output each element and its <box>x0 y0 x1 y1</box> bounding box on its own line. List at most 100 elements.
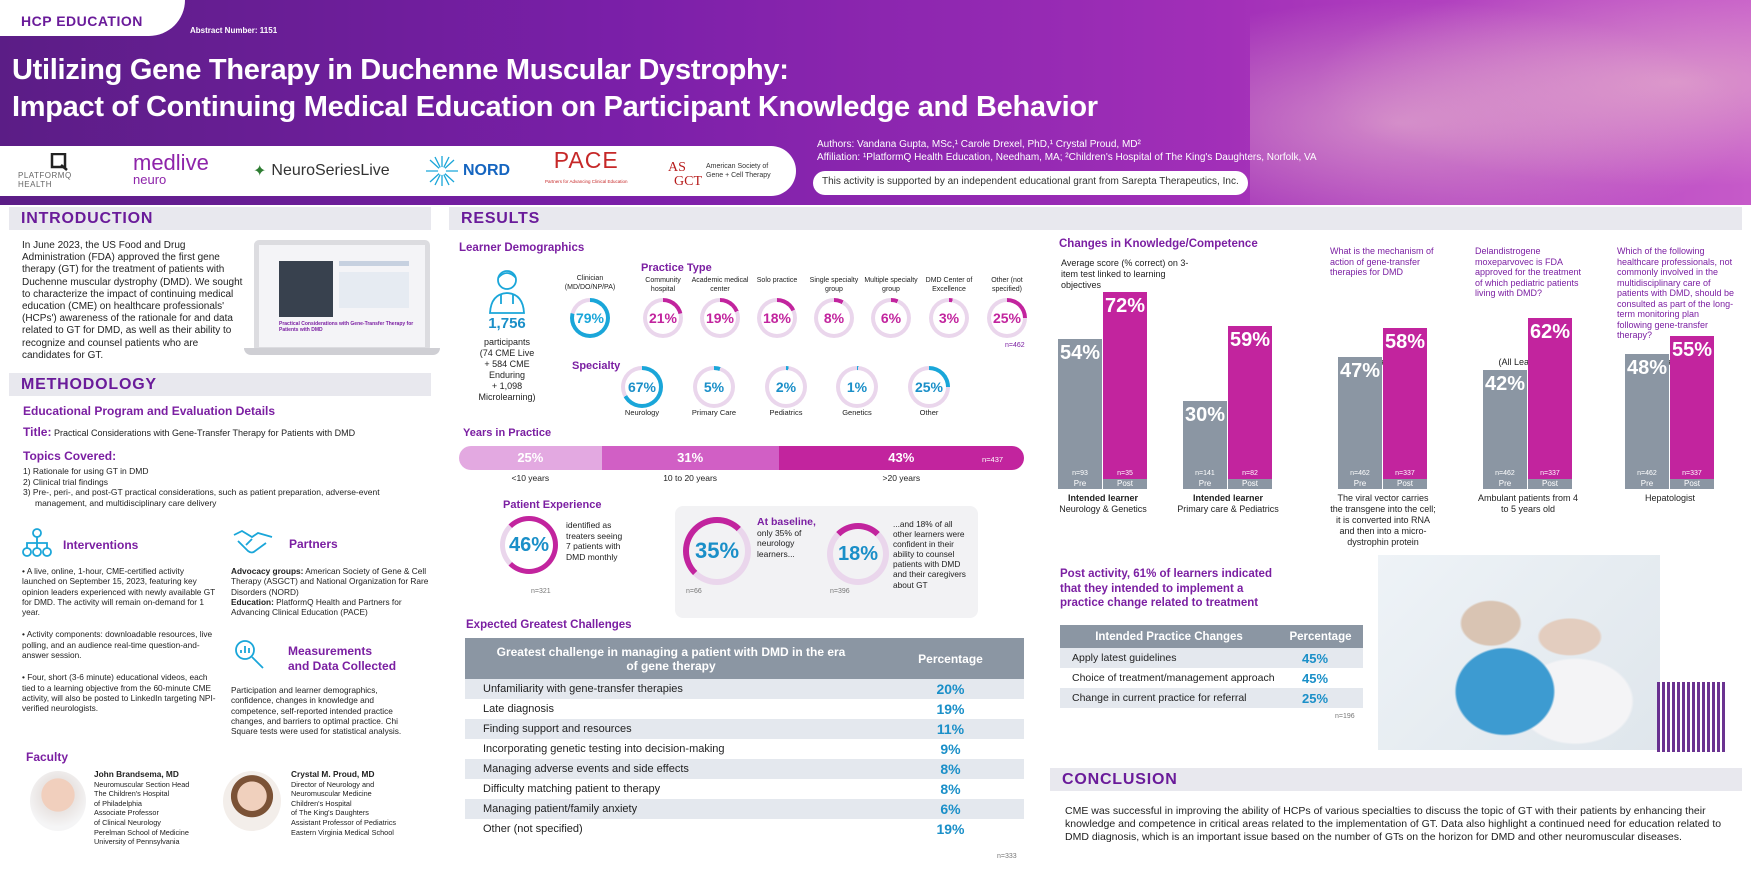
knowledge-caption: Ambulant patients from 4 to 5 years old <box>1475 493 1581 515</box>
practice-ring: 3% <box>929 298 969 338</box>
specialty-value: 67% <box>625 370 659 404</box>
faculty-brandsema: John Brandsema, MD Neuromuscular Section… <box>94 769 204 847</box>
practice-value: 3% <box>933 302 965 334</box>
faculty-line: of Philadelphia <box>94 798 142 808</box>
program-title-value: Practical Considerations with Gene-Trans… <box>53 428 356 438</box>
title-line-1: Utilizing Gene Therapy in Duchenne Muscu… <box>12 54 789 86</box>
years-stacked-bar: 25%31%43% <box>459 446 1024 470</box>
baseline-label: At baseline, <box>757 516 816 528</box>
challenges-col1: Greatest challenge in managing a patient… <box>496 644 846 673</box>
knowledge-bar-value: 42% <box>1484 372 1526 395</box>
pace-logo: PACE Partners for Advancing Clinical Edu… <box>545 146 628 196</box>
practice-ring: 79% <box>570 298 610 338</box>
specialty-label: Genetics <box>842 408 872 417</box>
neuro-text: neuro <box>133 172 167 187</box>
results-heading: RESULTS <box>461 210 541 227</box>
knowledge-bar-value: 55% <box>1671 339 1713 361</box>
knowledge-bar-n: n=93 <box>1072 469 1088 477</box>
pre-post-label: Pre <box>1338 479 1382 489</box>
doctors-photo <box>1378 555 1660 750</box>
practice-ring: 25% <box>987 298 1027 338</box>
faculty-line: of The King's Daughters <box>291 808 369 818</box>
pace-text: PACE <box>553 147 619 173</box>
knowledge-bar-value: 62% <box>1529 320 1571 343</box>
advocacy-label: Advocacy groups: <box>231 566 304 576</box>
knowledge-bar: 30%n=141 <box>1183 401 1227 479</box>
hcp-tag-label: HCP EDUCATION <box>21 13 143 29</box>
baseline-other-ring: 18% <box>827 523 889 585</box>
pre-post-label: Post <box>1670 479 1714 489</box>
knowledge-bar-n: n=462 <box>1350 469 1370 477</box>
specialty-label: Pediatrics <box>769 408 803 417</box>
knowledge-caption: The viral vector carries the transgene i… <box>1330 493 1436 548</box>
specialty-ring: 1% <box>836 366 878 408</box>
program-title: Title: Practical Considerations with Gen… <box>23 425 423 439</box>
partners-heading: Partners <box>289 537 338 551</box>
svg-text:GCT: GCT <box>674 174 702 189</box>
medlive-logo: medlive neuro <box>133 146 209 196</box>
knowledge-bar-n: n=462 <box>1637 469 1657 477</box>
measurements-heading-1: Measurements <box>288 644 373 658</box>
poster-header: HCP EDUCATION Abstract Number: 1151 Util… <box>0 0 1751 205</box>
knowledge-bar: 58%n=337 <box>1383 328 1427 479</box>
program-title-label: Title: <box>23 425 52 439</box>
caption-bold: Intended learner <box>1192 493 1264 503</box>
knowledge-bar: 48%n=462 <box>1625 354 1669 479</box>
faculty-name: Crystal M. Proud, MD <box>291 769 375 779</box>
knowledge-bar-value: 54% <box>1059 341 1101 364</box>
measurements-text: Participation and learner demographics, … <box>231 685 402 737</box>
faculty-line: Perelman School of Medicine <box>94 827 189 837</box>
knowledge-bar: 47%n=462 <box>1338 356 1382 479</box>
practice-label: Community hospital <box>645 277 681 293</box>
challenges-col2: Percentage <box>918 651 983 666</box>
education-text: PlatformQ Health and Partners for Advanc… <box>231 596 402 618</box>
authors-text: Authors: Vandana Gupta, MSc,¹ Carole Dre… <box>817 139 1141 150</box>
intro-heading: INTRODUCTION <box>21 210 154 227</box>
practice-value: 79% <box>574 302 606 334</box>
practice-value: 6% <box>875 302 907 334</box>
interventions-heading: Interventions <box>63 538 139 552</box>
topic-item: 3) Pre-, peri-, and post-GT practical co… <box>23 487 380 508</box>
conclusion-heading: CONCLUSION <box>1062 771 1178 788</box>
practice-ring: 18% <box>757 298 797 338</box>
abstract-number: Abstract Number: 1151 <box>190 26 278 35</box>
years-heading: Years in Practice <box>463 427 552 439</box>
challenge-value: 19% <box>936 701 965 717</box>
challenge-row: Other (not specified)19% <box>465 819 1024 839</box>
specialty-heading: Specialty <box>572 360 621 372</box>
practice-ring: 21% <box>643 298 683 338</box>
practice-change-label: Apply latest guidelines <box>1072 652 1177 664</box>
all-learners-label: (All Learners) <box>1498 357 1553 367</box>
intro-text: In June 2023, the US Food and Drug Admin… <box>22 240 243 361</box>
practice-label: Clinician (MD/DO/NP/PA) <box>564 275 616 291</box>
knowledge-bar: 59%n=82 <box>1228 325 1272 479</box>
topic-item: 1) Rationale for using GT in DMD <box>23 466 149 476</box>
caption-text: Ambulant patients from 4 to 5 years old <box>1477 493 1579 514</box>
practice-label: Single specialty group <box>809 277 859 293</box>
method-subheading: Educational Program and Evaluation Detai… <box>23 404 276 418</box>
practice-n: n=462 <box>1005 342 1025 349</box>
qr-code[interactable] <box>1657 682 1727 752</box>
topic-item: 2) Clinical trial findings <box>23 476 109 487</box>
years-label: >20 years <box>882 473 921 483</box>
knowledge-question: What is the mechanism of action of gene-… <box>1330 246 1434 277</box>
laptop-base <box>244 348 440 355</box>
practice-change-col2: Percentage <box>1289 630 1352 643</box>
laptop-image: Practical Considerations with Gene-Trans… <box>244 240 440 358</box>
participants-sub: (74 CME Live <box>479 348 535 358</box>
method-heading: METHODOLOGY <box>21 376 157 393</box>
pre-post-label: Post <box>1528 479 1572 489</box>
conclusion-heading-bar: CONCLUSION <box>1050 768 1742 791</box>
knowledge-bar: 55%n=337 <box>1670 336 1714 479</box>
challenge-value: 11% <box>936 721 965 737</box>
challenge-label: Unfamiliarity with gene-transfer therapi… <box>483 683 683 695</box>
practice-label: Solo practice <box>756 277 798 284</box>
knowledge-sub: Average score (% correct) on 3-item test… <box>1061 258 1189 290</box>
challenge-label: Difficulty matching patient to therapy <box>483 783 661 795</box>
